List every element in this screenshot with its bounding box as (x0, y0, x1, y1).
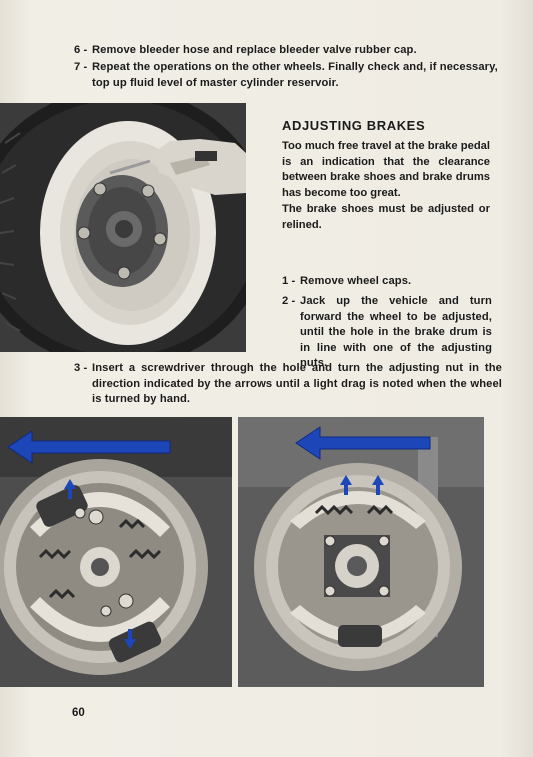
step-number: 1 - (282, 275, 296, 287)
intro-paragraph: Too much free travel at the brake pedal … (282, 140, 490, 199)
step-text: Remove bleeder hose and replace bleeder … (92, 44, 417, 56)
step-text: Jack up the vehicle and turn forward the… (300, 295, 492, 369)
instruction-step-1: 1 - Remove wheel caps. (282, 274, 502, 290)
wheel-photo (0, 103, 246, 352)
step-text: Repeat the operations on the other wheel… (92, 61, 498, 89)
step-text: Insert a screwdriver through the hole an… (92, 362, 502, 405)
instruction-step-7: 7 - Repeat the operations on the other w… (74, 60, 504, 91)
step-text: Remove wheel caps. (300, 275, 412, 287)
relining-paragraph: The brake shoes must be adjusted or reli… (282, 203, 490, 231)
brake-drum-right-photo (238, 417, 484, 687)
step-number: 2 - (282, 295, 296, 307)
step-number: 6 - (74, 44, 88, 56)
step-number: 7 - (74, 61, 88, 73)
page-number: 60 (72, 707, 85, 719)
brake-drum-left-photo (0, 417, 232, 687)
step-number: 3 - (74, 362, 88, 374)
instruction-step-6: 6 - Remove bleeder hose and replace blee… (74, 43, 504, 59)
instruction-step-3: 3 - Insert a screwdriver through the hol… (74, 361, 502, 408)
instruction-step-2: 2 - Jack up the vehicle and turn forward… (282, 294, 492, 372)
section-heading: ADJUSTING BRAKES (282, 118, 426, 133)
